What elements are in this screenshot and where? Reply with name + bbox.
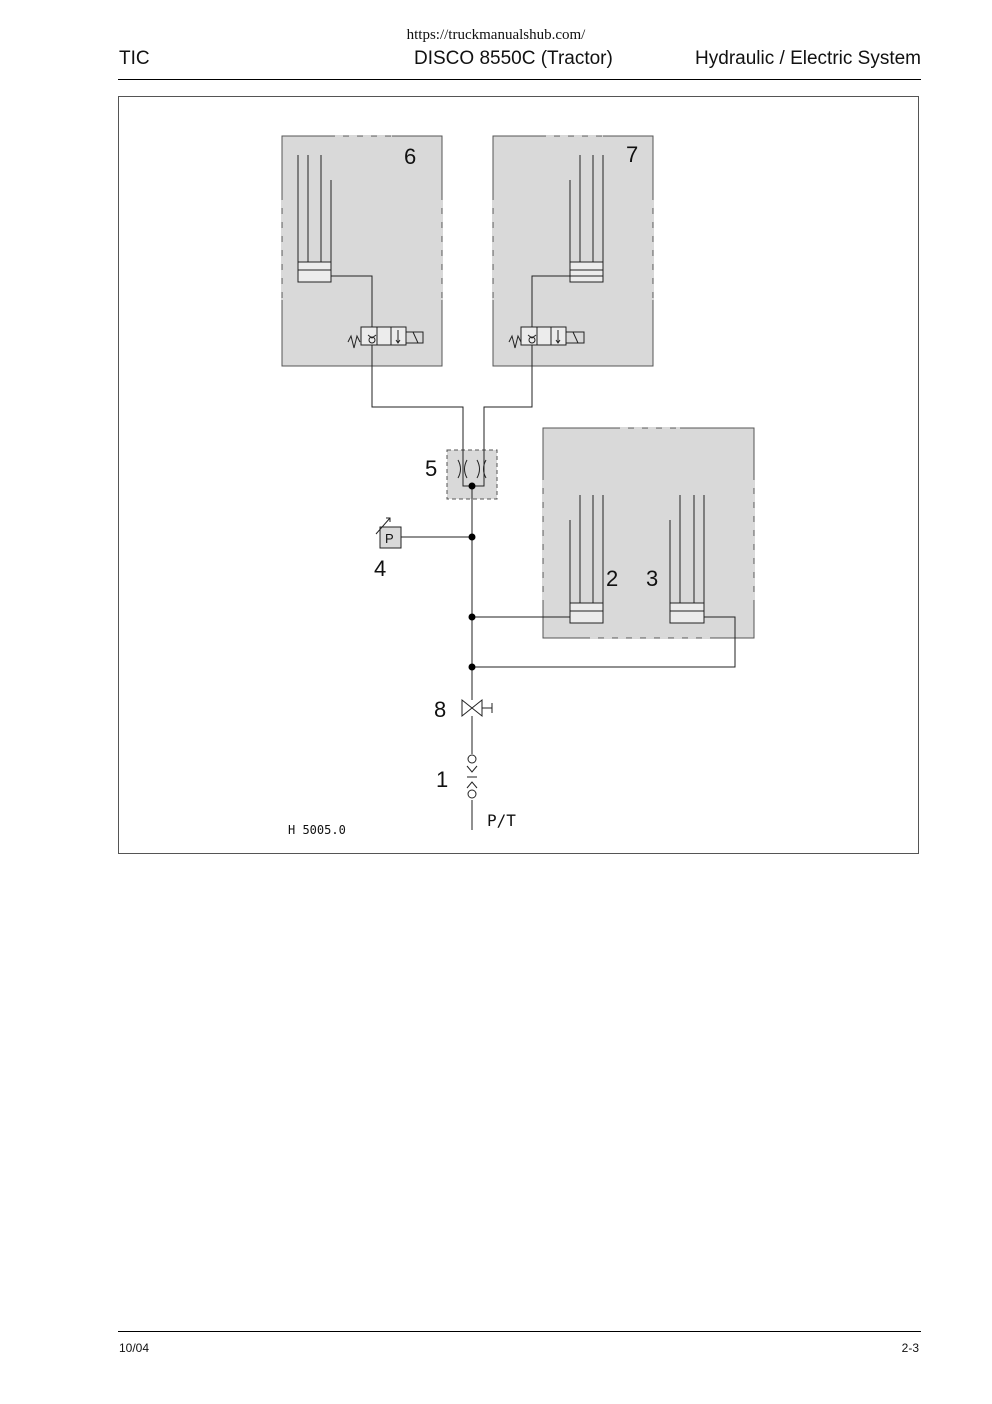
label-8: 8: [434, 697, 446, 722]
junction-dot: [468, 533, 476, 541]
label-1: 1: [436, 767, 448, 792]
gauge-label: P: [385, 531, 394, 546]
quick-coupler-1: [466, 754, 478, 799]
page-number: 2-3: [901, 1341, 919, 1355]
solenoid-valve-7: [508, 326, 585, 349]
port-label: P/T: [487, 811, 516, 830]
junction-dot: [468, 663, 476, 671]
header-model-title: DISCO 8550C (Tractor): [414, 48, 613, 69]
label-3: 3: [646, 566, 658, 591]
junction-dot: [468, 482, 476, 490]
source-url: https://truckmanualshub.com/: [406, 27, 586, 43]
header-left-title: TIC: [119, 48, 150, 69]
label-4: 4: [374, 556, 386, 581]
shutoff-valve-8: [461, 698, 493, 718]
label-6: 6: [404, 144, 416, 169]
footer-date: 10/04: [119, 1341, 150, 1355]
solenoid-valve-6: [347, 326, 424, 349]
pressure-gauge-4: [375, 517, 402, 549]
restrictor-symbols: [457, 459, 487, 479]
cylinder-2: [569, 495, 604, 624]
drawing-id: H 5005.0: [288, 823, 346, 837]
hydraulic-schematic: 6 7 5 4 2 3 8 1 P P/T H 5005.0: [118, 96, 919, 854]
cylinder-6: [297, 155, 332, 283]
junction-dot: [468, 613, 476, 621]
cylinder-7: [569, 155, 604, 283]
footer-rule: [118, 1331, 921, 1332]
cylinder-3: [669, 495, 705, 624]
label-5: 5: [425, 456, 437, 481]
hydraulic-lines: [331, 275, 736, 830]
header-rule: [118, 79, 921, 80]
label-2: 2: [606, 566, 618, 591]
assembly-box-7: [492, 135, 654, 367]
header-section-title: Hydraulic / Electric System: [695, 48, 921, 69]
label-7: 7: [626, 142, 638, 167]
